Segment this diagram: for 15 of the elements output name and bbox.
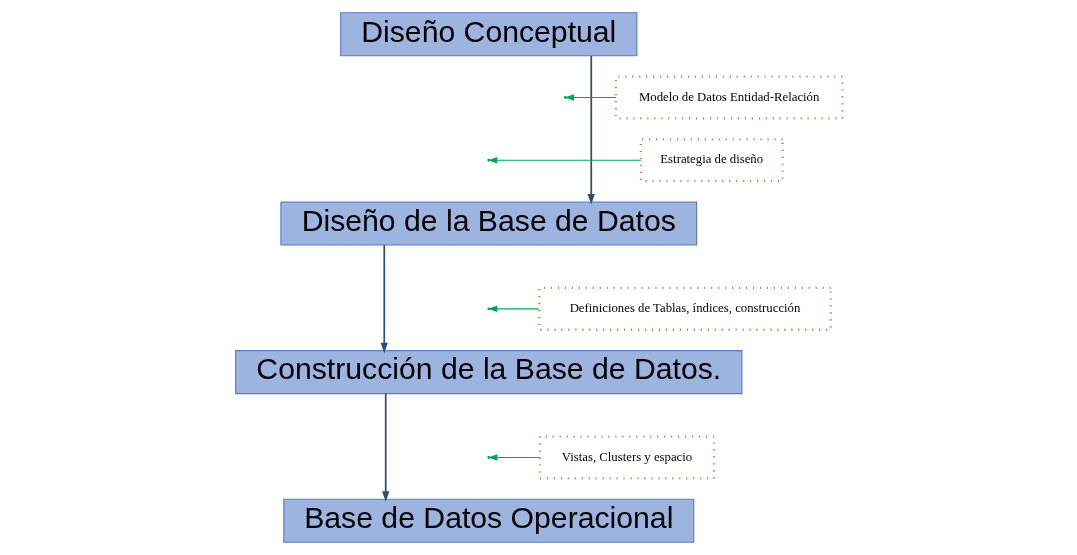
node-box: Diseño Conceptual [339, 12, 637, 57]
node-box: Construcción de la Base de Datos. [234, 350, 742, 395]
arrow [381, 392, 389, 502]
node-box: Base de Datos Operacional [282, 498, 694, 543]
arrow [487, 305, 539, 313]
arrow [487, 156, 641, 164]
node-box: Diseño de la Base de Datos [279, 201, 697, 246]
node-box: Vistas, Clusters y espacio [538, 435, 715, 480]
arrow [587, 55, 595, 205]
node-box: Definiciones de Tablas, índices, construcción [537, 286, 832, 331]
arrow [487, 454, 540, 461]
arrow [564, 94, 616, 101]
node-box: Modelo de Datos Entidad-Relación [614, 75, 843, 120]
arrow [380, 244, 388, 354]
node-box: Estrategia de diseño [639, 138, 784, 183]
